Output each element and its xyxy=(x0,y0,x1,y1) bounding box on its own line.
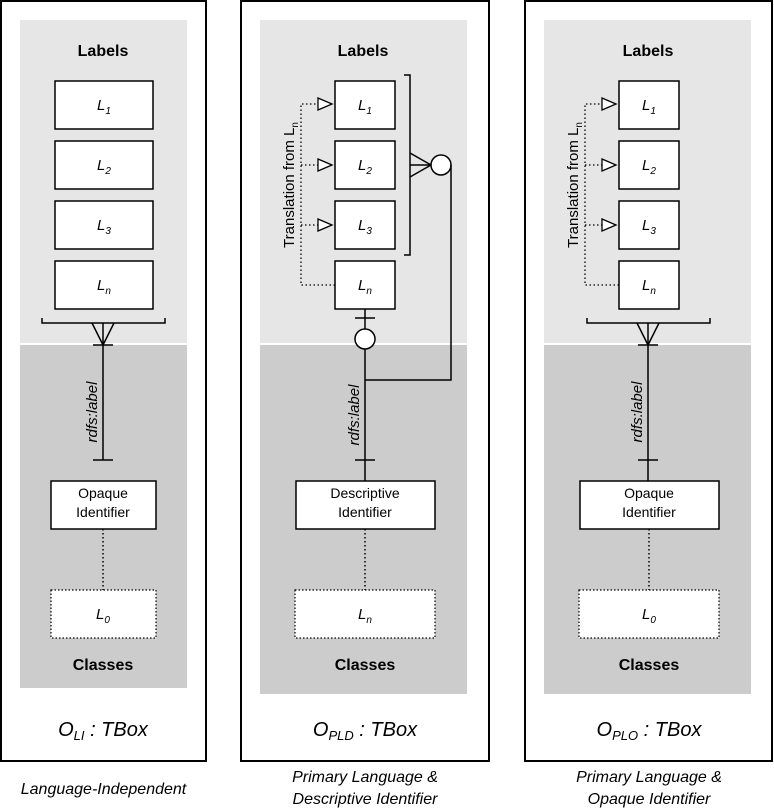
svg-text:L2: L2 xyxy=(358,157,372,177)
translation-arrows xyxy=(584,103,619,286)
label-box: Ln xyxy=(54,260,154,310)
label-connector xyxy=(354,309,376,481)
identifier-box: Opaque Identifier xyxy=(579,480,720,530)
svg-text:Descriptive: Descriptive xyxy=(330,485,399,501)
zero-or-many-connector xyxy=(365,74,452,381)
label-box: L3 xyxy=(618,200,680,250)
identifier-box: Opaque Identifier xyxy=(50,480,157,530)
svg-text:L3: L3 xyxy=(642,217,656,237)
svg-text:Identifier: Identifier xyxy=(622,504,676,520)
label-box: L1 xyxy=(618,80,680,130)
caption-line: Opaque Identifier xyxy=(587,791,711,808)
svg-text:L2: L2 xyxy=(642,157,656,177)
panel-language-independent: Labels L1 L2 L3 Ln rdfs:label xyxy=(0,0,207,762)
translation-label: Translation from Ln xyxy=(281,122,301,248)
label-box: L2 xyxy=(54,140,154,190)
rdfs-label-relation: rdfs:label xyxy=(84,381,101,443)
caption-line: Language-Independent xyxy=(20,781,187,798)
svg-text:Ln: Ln xyxy=(358,606,372,626)
class-label-box: L0 xyxy=(50,589,157,639)
svg-text:L0: L0 xyxy=(96,606,110,626)
translation-label: Translation from Ln xyxy=(565,122,585,248)
caption-line: Primary Language & xyxy=(576,769,722,786)
label-box: L2 xyxy=(618,140,680,190)
svg-text:L2: L2 xyxy=(97,157,111,177)
classes-heading: Classes xyxy=(73,657,134,674)
identifier-box: Descriptive Identifier xyxy=(295,480,436,530)
crows-foot-connector xyxy=(586,318,711,481)
class-label-box: L0 xyxy=(578,589,720,639)
svg-text:Ln: Ln xyxy=(642,277,656,297)
caption-primary-language-opaque: Primary Language & Opaque Identifier xyxy=(525,767,773,811)
arrowheads xyxy=(601,97,618,232)
svg-text:Ln: Ln xyxy=(358,277,372,297)
svg-text:Opaque: Opaque xyxy=(624,485,674,501)
translation-arrows xyxy=(300,103,335,286)
classes-heading: Classes xyxy=(619,657,680,674)
tbox-title: OPLD : TBox xyxy=(313,719,418,743)
arrowheads xyxy=(317,97,334,232)
label-box: L3 xyxy=(334,200,396,250)
svg-text:L3: L3 xyxy=(358,217,372,237)
label-box: L1 xyxy=(54,80,154,130)
label-box: L3 xyxy=(54,200,154,250)
class-label-box: Ln xyxy=(294,589,436,639)
tbox-title: OLI : TBox xyxy=(58,719,149,743)
svg-text:L0: L0 xyxy=(642,606,656,626)
svg-text:Ln: Ln xyxy=(97,277,111,297)
caption-language-independent: Language-Independent xyxy=(0,779,207,801)
svg-text:Identifier: Identifier xyxy=(338,504,392,520)
svg-text:Identifier: Identifier xyxy=(76,504,130,520)
crows-foot-connector xyxy=(41,318,166,461)
caption-line: Descriptive Identifier xyxy=(292,791,438,808)
svg-text:Opaque: Opaque xyxy=(78,485,128,501)
rdfs-label-relation: rdfs:label xyxy=(629,381,646,443)
labels-heading: Labels xyxy=(78,43,129,60)
panel-primary-language-opaque: Labels Translation from Ln L1 L2 L3 Ln xyxy=(524,0,773,762)
labels-heading: Labels xyxy=(623,43,674,60)
label-box: L1 xyxy=(334,80,396,130)
classes-heading: Classes xyxy=(335,657,396,674)
label-box: L2 xyxy=(334,140,396,190)
svg-text:L1: L1 xyxy=(358,97,372,117)
label-box: Ln xyxy=(334,260,396,310)
panel-primary-language-descriptive: Labels Translation from Ln L1 L2 L3 Ln xyxy=(240,0,490,762)
rdfs-label-relation: rdfs:label xyxy=(346,384,363,446)
label-box: Ln xyxy=(618,260,680,310)
caption-line: Primary Language & xyxy=(292,769,438,786)
svg-text:L3: L3 xyxy=(97,217,111,237)
svg-text:L1: L1 xyxy=(97,97,111,117)
labels-heading: Labels xyxy=(338,43,389,60)
tbox-title: OPLO : TBox xyxy=(597,719,703,743)
svg-text:L1: L1 xyxy=(642,97,656,117)
caption-primary-language-descriptive: Primary Language & Descriptive Identifie… xyxy=(241,767,489,811)
